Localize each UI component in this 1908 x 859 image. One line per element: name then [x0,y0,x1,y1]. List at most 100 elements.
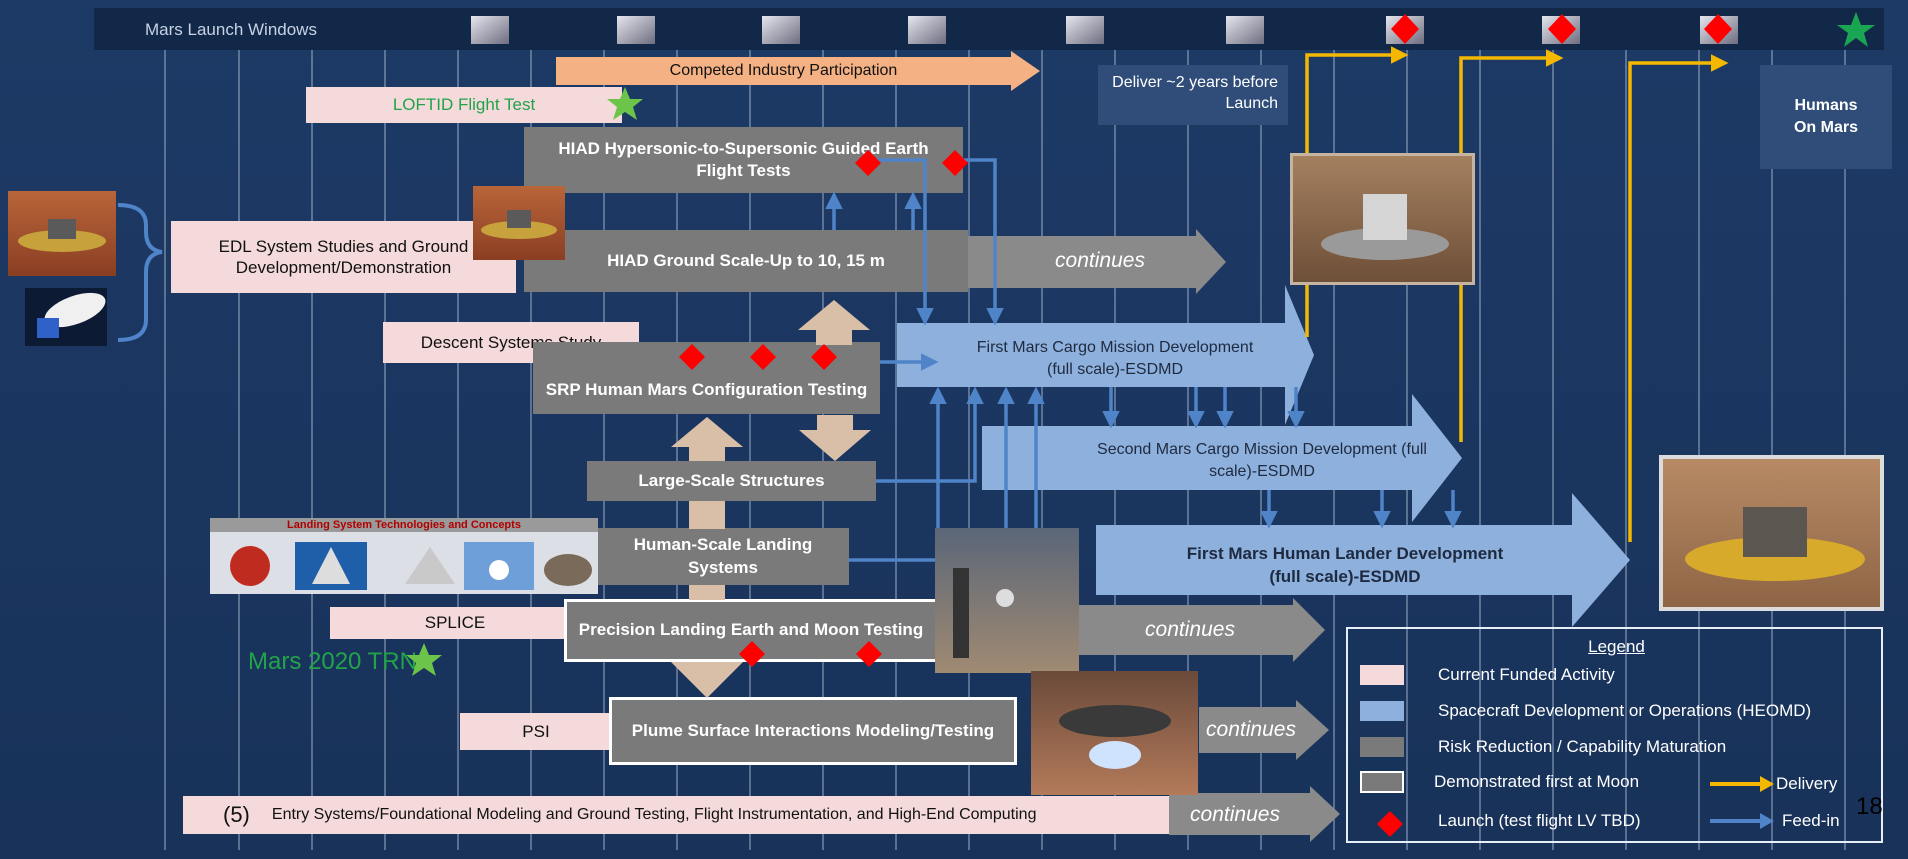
bracket-icon [117,203,163,342]
plume-image [1031,671,1198,795]
hiad-vehicle-image [473,186,565,260]
launch-diamond-icon [855,150,881,176]
launch-diamond-icon [1548,14,1576,44]
entry-systems-box: (5) Entry Systems/Foundational Modeling … [183,796,1169,834]
large-structures-box: Large-Scale Structures [587,461,876,501]
human-landing-box: Human-Scale Landing Systems [597,528,849,585]
launch-diamond-icon [1391,14,1419,44]
tan-arrow-down [671,662,743,698]
human-lander-icon [1685,507,1865,581]
entry-systems-number: (5) [223,802,250,828]
continues-label: continues [1055,249,1145,272]
tan-arrow-up [798,300,870,345]
launch-diamond-icon [739,641,765,667]
star-icon [406,643,442,676]
mission-arrow-cargo2 [982,394,1462,522]
feed-in-arrow [955,158,1004,326]
continues-arrow [968,229,1226,294]
hiad-ground-box: HIAD Ground Scale-Up to 10, 15 m [524,230,968,292]
humans-on-mars-box: Humans On Mars [1760,65,1892,169]
legend-swatch-current [1360,665,1404,685]
page-number: 18 [1856,793,1883,820]
competed-industry-label: Competed Industry Participation [669,62,898,79]
launch-window-icon [762,16,800,44]
feed-in-arrow [849,386,947,562]
cargo2-label: Second Mars Cargo Mission Development (f… [1097,441,1427,480]
test-tower-image [935,528,1079,673]
launch-window-icon [908,16,946,44]
tan-connector [689,585,725,600]
edl-studies-box: EDL System Studies and Ground Developmen… [171,221,516,293]
tan-arrow-up [671,417,743,461]
loftid-box: LOFTID Flight Test [306,87,622,123]
human-lander-label: First Mars Human Lander Development (ful… [1186,544,1504,586]
launch-diamond-icon [811,344,837,370]
legend-delivery: Delivery [1776,774,1838,793]
entry-systems-label: Entry Systems/Foundational Modeling and … [271,806,1037,823]
hiad-vehicle-image [8,191,116,276]
launch-diamond-icon [1704,14,1732,44]
legend-panel: Legend Current Funded Activity Spacecraf… [1346,627,1883,843]
deliver-note: Deliver ~2 years before Launch [1098,65,1288,125]
cargo-lander-icon [1321,194,1449,260]
plume-box: Plume Surface Interactions Modeling/Test… [609,697,1017,765]
launch-diamond-icon [679,344,705,370]
legend-swatch-moon [1360,771,1404,793]
srp-testing-box: SRP Human Mars Configuration Testing [533,342,880,414]
legend-demonstrated-moon: Demonstrated first at Moon [1434,772,1640,791]
legend-launch: Launch (test flight LV TBD) [1438,811,1641,830]
feed-in-arrow-icon [1710,813,1774,829]
legend-swatch-spacecraft [1360,701,1404,721]
landing-concepts-icon [230,542,592,590]
legend-title: Legend [1588,637,1645,656]
launch-window-icon [617,16,655,44]
feed-in-arrow [868,158,934,326]
launch-windows-bar [94,8,1884,50]
launch-window-markers [471,12,1875,47]
launch-window-icon [1226,16,1264,44]
launch-windows-label: Mars Launch Windows [145,20,317,39]
continues-arrow [1078,598,1325,662]
landing-tech-panel: Landing System Technologies and Concepts [210,518,598,594]
launch-window-icon [1066,16,1104,44]
legend-spacecraft-dev: Spacecraft Development or Operations (HE… [1438,701,1812,720]
competed-industry-arrow [556,51,1040,91]
mission-arrow-human [1096,493,1630,627]
splice-box: SPLICE [330,607,580,639]
star-icon [607,87,643,120]
landing-tech-title: Landing System Technologies and Concepts [210,518,598,532]
legend-current-funded: Current Funded Activity [1438,665,1615,684]
tan-arrow-down [799,415,871,461]
cargo-lander-image [1290,153,1475,285]
mission-arrow-cargo1 [897,285,1314,425]
launch-diamond-icon [856,641,882,667]
launch-diamond-icon [750,344,776,370]
continues-arrow [1169,786,1340,842]
continues-label: continues [1206,718,1296,741]
plume-icon [1059,705,1171,769]
delivery-arrow [1459,49,1564,442]
continues-label: continues [1145,618,1235,641]
launch-diamond-icon [1377,811,1403,837]
hiad-vehicle-icon [18,219,106,252]
feed-in-arrow [876,386,984,483]
star-icon [1837,12,1875,47]
hiad-vehicle-icon [481,210,557,239]
inflatable-icon [37,292,106,338]
launch-diamond-icon [942,150,968,176]
cargo1-label: First Mars Cargo Mission Development (fu… [976,339,1254,378]
human-lander-image [1659,455,1884,611]
test-tower-icon [953,568,1014,658]
mars2020-trn-label: Mars 2020 TRN [248,648,417,675]
legend-feed-in: Feed-in [1782,811,1840,830]
legend-risk-reduction: Risk Reduction / Capability Maturation [1438,737,1727,756]
inflatable-image [25,288,107,346]
legend-swatch-risk [1360,737,1404,757]
launch-window-icon [471,16,509,44]
delivery-arrow-icon [1710,776,1774,792]
tan-connector [689,501,725,529]
psi-box: PSI [460,713,612,750]
continues-label: continues [1190,803,1280,826]
